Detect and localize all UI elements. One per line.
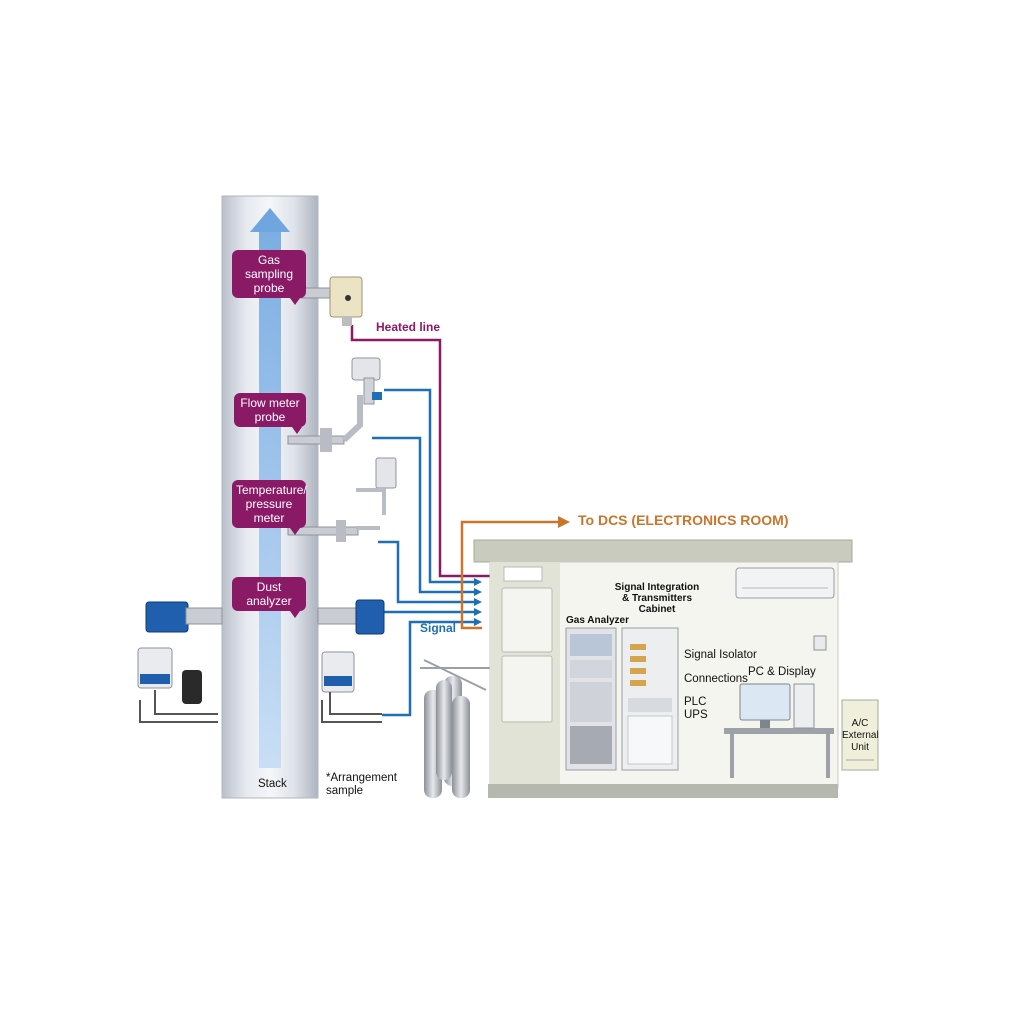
stack-label: Stack [258,778,287,790]
gas-cylinders [420,659,490,798]
connections-label: Connections [684,673,748,685]
signal-cabinet-label: Signal Integration & Transmitters Cabine… [614,582,700,615]
heated-line-label: Heated line [376,320,441,334]
plc-label: PLC [684,696,707,708]
to-dcs-label: To DCS (ELECTRONICS ROOM) [578,512,789,528]
flow-meter [287,357,382,452]
to-dcs-arrowhead [558,516,570,528]
ups-label: UPS [684,709,708,721]
gas-analyzer-rack [565,627,617,771]
ac-external-unit [841,699,879,771]
gas-analyzer-label: Gas Analyzer [566,615,629,626]
pc-workstation [724,683,834,778]
ac-external-unit-label: A/C External Unit [842,718,879,753]
signal-arrowheads [474,578,482,626]
arrangement-note: *Arrangement sample [326,772,397,797]
temperature-pressure-meter [287,457,397,542]
signal-isolator-label: Signal Isolator [684,649,757,661]
to-dcs-line [460,520,560,630]
signal-cabinet [621,627,679,771]
signal-label: Signal [420,621,457,635]
signal-lines [372,388,474,717]
ac-indoor-unit [735,567,835,651]
callout-gas-sampling-probe: Gas sampling probe [232,250,306,305]
dust-analyzer-left [137,601,223,723]
gas-sampling-probe [299,276,363,326]
flow-arrow-head [250,208,290,232]
dust-analyzer-right [317,599,385,723]
callout-dust-analyzer: Dust analyzer [232,577,306,618]
callout-temperature-pressure-meter: Temperature/ pressure meter [232,480,307,535]
callout-flow-meter-probe: Flow meter probe [234,393,306,434]
pc-display-label: PC & Display [748,666,816,678]
